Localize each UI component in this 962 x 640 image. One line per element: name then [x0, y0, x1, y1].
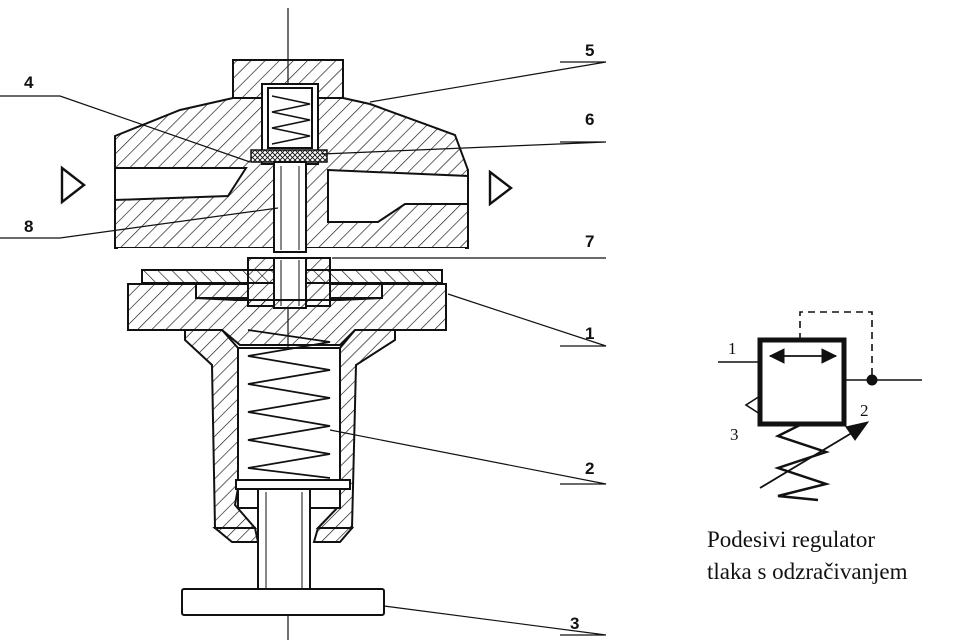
symbol-caption: Podesivi regulator tlaka s odzračivanjem: [707, 524, 957, 588]
port-2-label: 2: [860, 401, 869, 420]
leader-lines: [0, 61, 607, 636]
adjusting-knob: [181, 588, 385, 616]
callout-7: 7: [585, 232, 594, 251]
junction-dot-icon: [866, 374, 878, 386]
valve-section-drawing: [0, 8, 607, 640]
spring-seat: [235, 479, 351, 490]
port-1-label: 1: [728, 339, 737, 358]
outlet-passage: [327, 168, 469, 223]
regulator-symbol: [718, 311, 922, 502]
inlet-arrow-icon: [60, 165, 86, 205]
pilot-line: [799, 311, 873, 380]
callout-4: 4: [24, 73, 34, 92]
adjust-arrow: [759, 427, 861, 489]
callout-3: 3: [570, 614, 579, 633]
symbol-body: [757, 337, 847, 427]
symbol-spring: [774, 422, 831, 502]
port-3-label: 3: [730, 425, 739, 444]
adjusting-shaft: [257, 488, 311, 590]
callout-2: 2: [585, 459, 594, 478]
exhaust-icon: [744, 395, 761, 415]
caption-line-1: Podesivi regulator: [707, 527, 875, 552]
callout-8: 8: [24, 217, 33, 236]
callout-5: 5: [585, 41, 594, 60]
part-callouts: 5 4 6 8 7 1 2 3: [24, 41, 594, 633]
inlet-passage: [114, 167, 248, 202]
valve-stem: [273, 161, 307, 253]
adjust-arrowhead-icon: [845, 421, 870, 441]
main-spring: [247, 329, 331, 479]
callout-1: 1: [585, 324, 594, 343]
caption-line-2: tlaka s odzračivanjem: [707, 559, 908, 584]
symbol-port-labels: 1 2 3: [728, 339, 869, 444]
small-spring: [271, 95, 311, 145]
callout-6: 6: [585, 110, 594, 129]
valve-disc: [250, 149, 328, 163]
outlet-arrow-icon: [488, 169, 513, 207]
